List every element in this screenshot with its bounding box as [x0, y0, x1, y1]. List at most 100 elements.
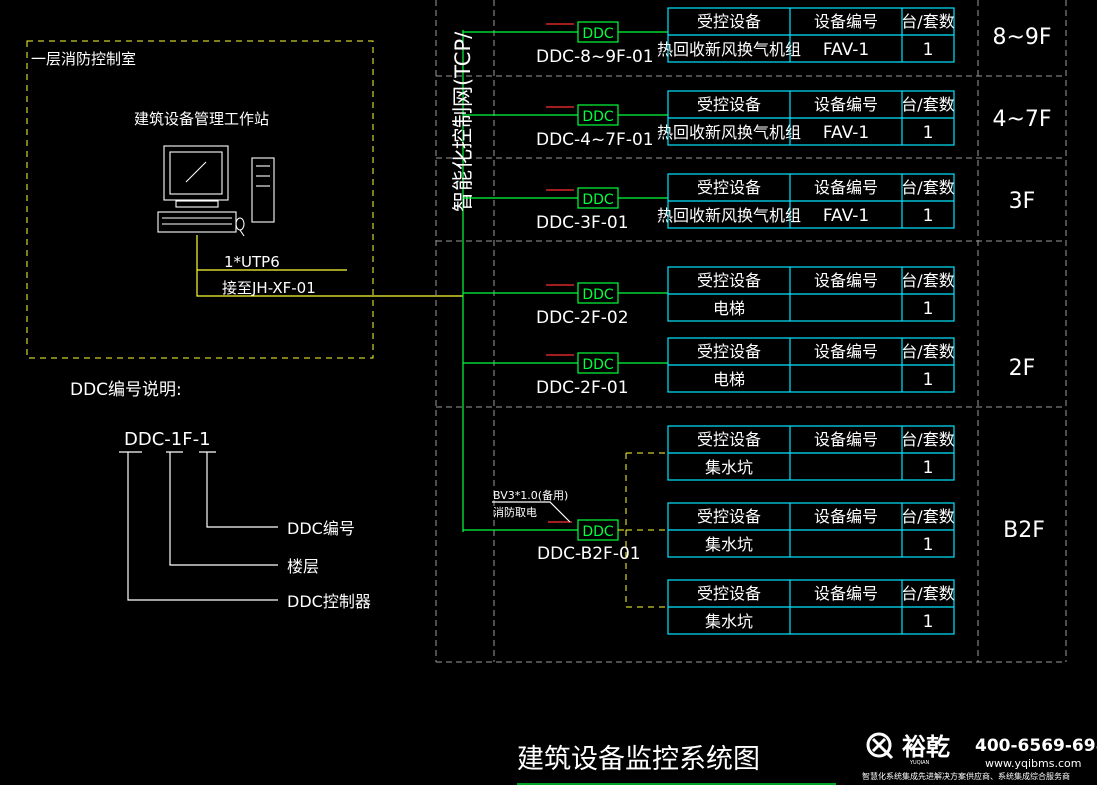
brand-logo-icon: [866, 732, 894, 760]
b2-ddc-box-label: DDC: [582, 524, 614, 540]
row-3-header-device: 受控设备: [697, 178, 761, 197]
b2-cable-note: 消防取电: [493, 505, 537, 519]
b2-table-3-header-device: 受控设备: [697, 584, 761, 603]
network-bus-label: 智能化控制网(TCP/: [451, 31, 475, 212]
row-3-header-code: 设备编号: [814, 178, 878, 197]
legend-example: DDC-1F-1: [124, 429, 211, 450]
row-5-ddc-box-label: DDC: [582, 357, 614, 373]
row-3-floor-label: 3F: [1009, 189, 1036, 214]
row-4-ddc-box-label: DDC: [582, 287, 614, 303]
row-2-ddc-box-label: DDC: [582, 109, 614, 125]
row-5-ddc-id: DDC-2F-01: [536, 378, 629, 398]
b2-table-2-device-qty: 1: [923, 535, 934, 555]
row-5-device-name: 电梯: [713, 370, 745, 389]
b2-table-2-device-name: 集水坑: [705, 535, 753, 554]
b2-cable-spec: BV3*1.0(备用): [493, 488, 568, 502]
b2-table-3-device-name: 集水坑: [705, 612, 753, 631]
row-1-ddc-id: DDC-8~9F-01: [536, 47, 654, 67]
utp-cable: [196, 235, 463, 297]
row-5-floor-label: 2F: [1009, 356, 1036, 381]
row-4-header-device: 受控设备: [697, 271, 761, 290]
row-4-header-qty: 台/套数: [901, 271, 954, 290]
control-room-title: 一层消防控制室: [31, 50, 136, 68]
row-1-device-qty: 1: [923, 40, 934, 60]
row-3-header-qty: 台/套数: [901, 178, 954, 197]
b2-table-1-header-device: 受控设备: [697, 430, 761, 449]
brand-name: 裕乾: [902, 733, 950, 761]
brand-phone: 400-6569-698: [975, 736, 1097, 756]
row-4-header-code: 设备编号: [814, 271, 878, 290]
row-3-device-code: FAV-1: [823, 206, 869, 226]
control-room-boundary: [26, 40, 374, 359]
watermark: 裕乾 YUQIAN 400-6569-698 www.yqibms.com 智慧…: [862, 732, 1097, 781]
legend-leader-floor: [169, 452, 278, 566]
row-1-floor-label: 8~9F: [992, 25, 1051, 50]
b2-ddc-id: DDC-B2F-01: [537, 544, 641, 564]
row-3-device-name: 热回收新风换气机组: [657, 206, 801, 225]
row-2-header-qty: 台/套数: [901, 95, 954, 114]
drawing-title: 建筑设备监控系统图: [517, 744, 760, 775]
legend-item-controller: DDC控制器: [287, 592, 371, 611]
row-2-header-code: 设备编号: [814, 95, 878, 114]
row-1-header-device: 受控设备: [697, 12, 761, 31]
row-3-ddc-box-label: DDC: [582, 192, 614, 208]
row-1-header-qty: 台/套数: [901, 12, 954, 31]
legend-title: DDC编号说明:: [70, 380, 182, 400]
row-4-ddc-id: DDC-2F-02: [536, 308, 629, 328]
floor-grid: [435, 0, 1067, 663]
row-5-header-qty: 台/套数: [901, 342, 954, 361]
brand-slogan: 智慧化系统集成先进解决方案供应商、系统集成综合服务商: [862, 771, 1070, 781]
row-1-header-code: 设备编号: [814, 12, 878, 31]
b2-table-1-device-qty: 1: [923, 458, 934, 478]
row-1-ddc-box-label: DDC: [582, 26, 614, 42]
row-2-ddc-id: DDC-4~7F-01: [536, 130, 654, 150]
row-2-device-code: FAV-1: [823, 123, 869, 143]
row-5-header-code: 设备编号: [814, 342, 878, 361]
workstation-label: 建筑设备管理工作站: [134, 110, 269, 128]
b2-table-3-header-qty: 台/套数: [901, 584, 954, 603]
brand-url: www.yqibms.com: [985, 757, 1081, 770]
b2-table-2-header-device: 受控设备: [697, 507, 761, 526]
b2-table-1-device-name: 集水坑: [705, 458, 753, 477]
row-4-device-qty: 1: [923, 299, 934, 319]
row-2-header-device: 受控设备: [697, 95, 761, 114]
legend-item-floor: 楼层: [287, 557, 319, 576]
b2-table-2-header-code: 设备编号: [814, 507, 878, 526]
legend-leader-controller: [127, 452, 278, 601]
b2-table-3-header-code: 设备编号: [814, 584, 878, 603]
legend-leader-ddc-number: [206, 452, 278, 528]
brand-sub: YUQIAN: [909, 760, 930, 766]
cable-dest-label: 接至JH-XF-01: [222, 279, 316, 297]
row-1-device-code: FAV-1: [823, 40, 869, 60]
cable-spec-label: 1*UTP6: [224, 253, 280, 271]
b2-table-1-header-code: 设备编号: [814, 430, 878, 449]
row-2-device-qty: 1: [923, 123, 934, 143]
workstation-computer-icon: [157, 145, 275, 237]
b2-table-2-header-qty: 台/套数: [901, 507, 954, 526]
b2-section: BV3*1.0(备用) 消防取电 DDC DDC-B2F-01 B2F 受控设备…: [463, 425, 1045, 635]
row-3-device-qty: 1: [923, 206, 934, 226]
row-2-floor-label: 4~7F: [992, 107, 1051, 132]
row-5-header-device: 受控设备: [697, 342, 761, 361]
row-5-device-qty: 1: [923, 370, 934, 390]
row-1-device-name: 热回收新风换气机组: [657, 40, 801, 59]
legend-item-ddc-number: DDC编号: [287, 519, 355, 538]
ddc-legend: DDC编号说明: DDC-1F-1 DDC编号 楼层 DDC控制器: [70, 380, 371, 611]
b2-table-1-header-qty: 台/套数: [901, 430, 954, 449]
b2-table-3-device-qty: 1: [923, 612, 934, 632]
b2-power-leader: [492, 501, 571, 523]
row-2-device-name: 热回收新风换气机组: [657, 123, 801, 142]
